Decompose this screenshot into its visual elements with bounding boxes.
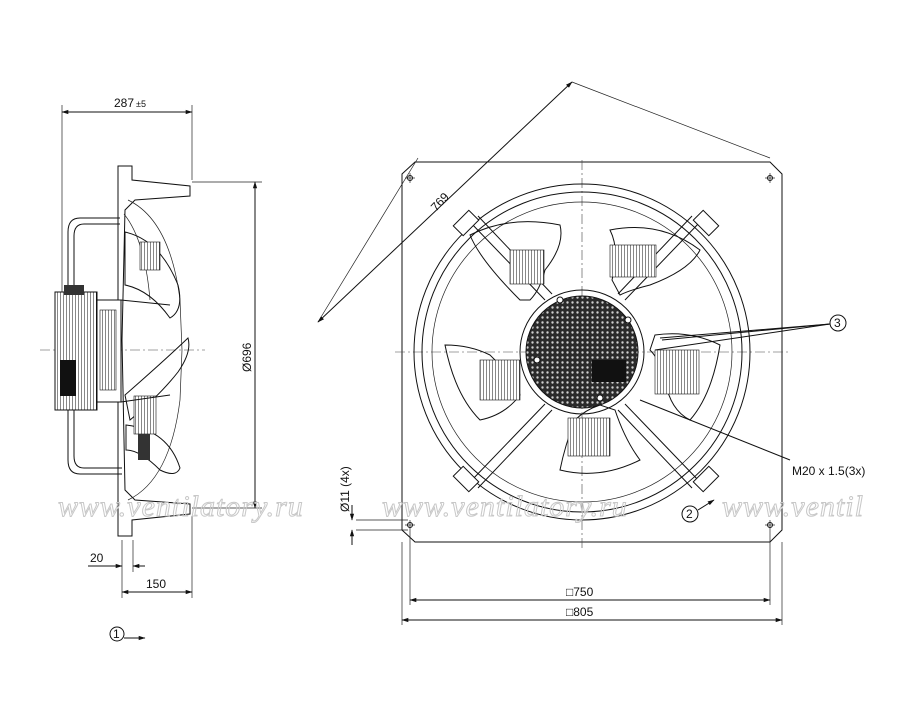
side-view: 287±5 Ø696 20 (40, 96, 262, 642)
inlet-ring-outer (413, 183, 751, 521)
plate-size-label: □805 (566, 605, 594, 619)
hub-depth-label: 150 (146, 577, 166, 591)
callout-3 (829, 314, 847, 332)
svg-text:2: 2 (686, 507, 693, 521)
hole-diameter-label: Ø11 (4x) (338, 466, 352, 512)
svg-text:3: 3 (834, 316, 841, 330)
diameter-label: Ø696 (240, 342, 254, 372)
watermark-right: www.ventil (722, 490, 864, 523)
flange-thickness-label: 20 (90, 551, 104, 565)
callout-1 (109, 626, 125, 642)
svg-text:1: 1 (113, 627, 120, 641)
hole-pitch-label: □750 (566, 585, 594, 599)
front-view: 769 Ø11 (4x) □750 □805 3 M20 x 1.5(3x) 2 (317, 81, 865, 625)
callout-2 (681, 505, 699, 523)
watermark: www.ventilatory.ru www.ventilatory.ru ww… (58, 490, 864, 524)
motor-rotor (525, 295, 639, 409)
depth-total-label: 287±5 (114, 96, 146, 110)
watermark-middle: www.ventilatory.ru (382, 490, 628, 523)
diagonal-label: 769 (428, 190, 452, 214)
hub (519, 289, 645, 415)
watermark-left: www.ventilatory.ru (58, 490, 304, 523)
thread-label: M20 x 1.5(3x) (792, 464, 865, 478)
